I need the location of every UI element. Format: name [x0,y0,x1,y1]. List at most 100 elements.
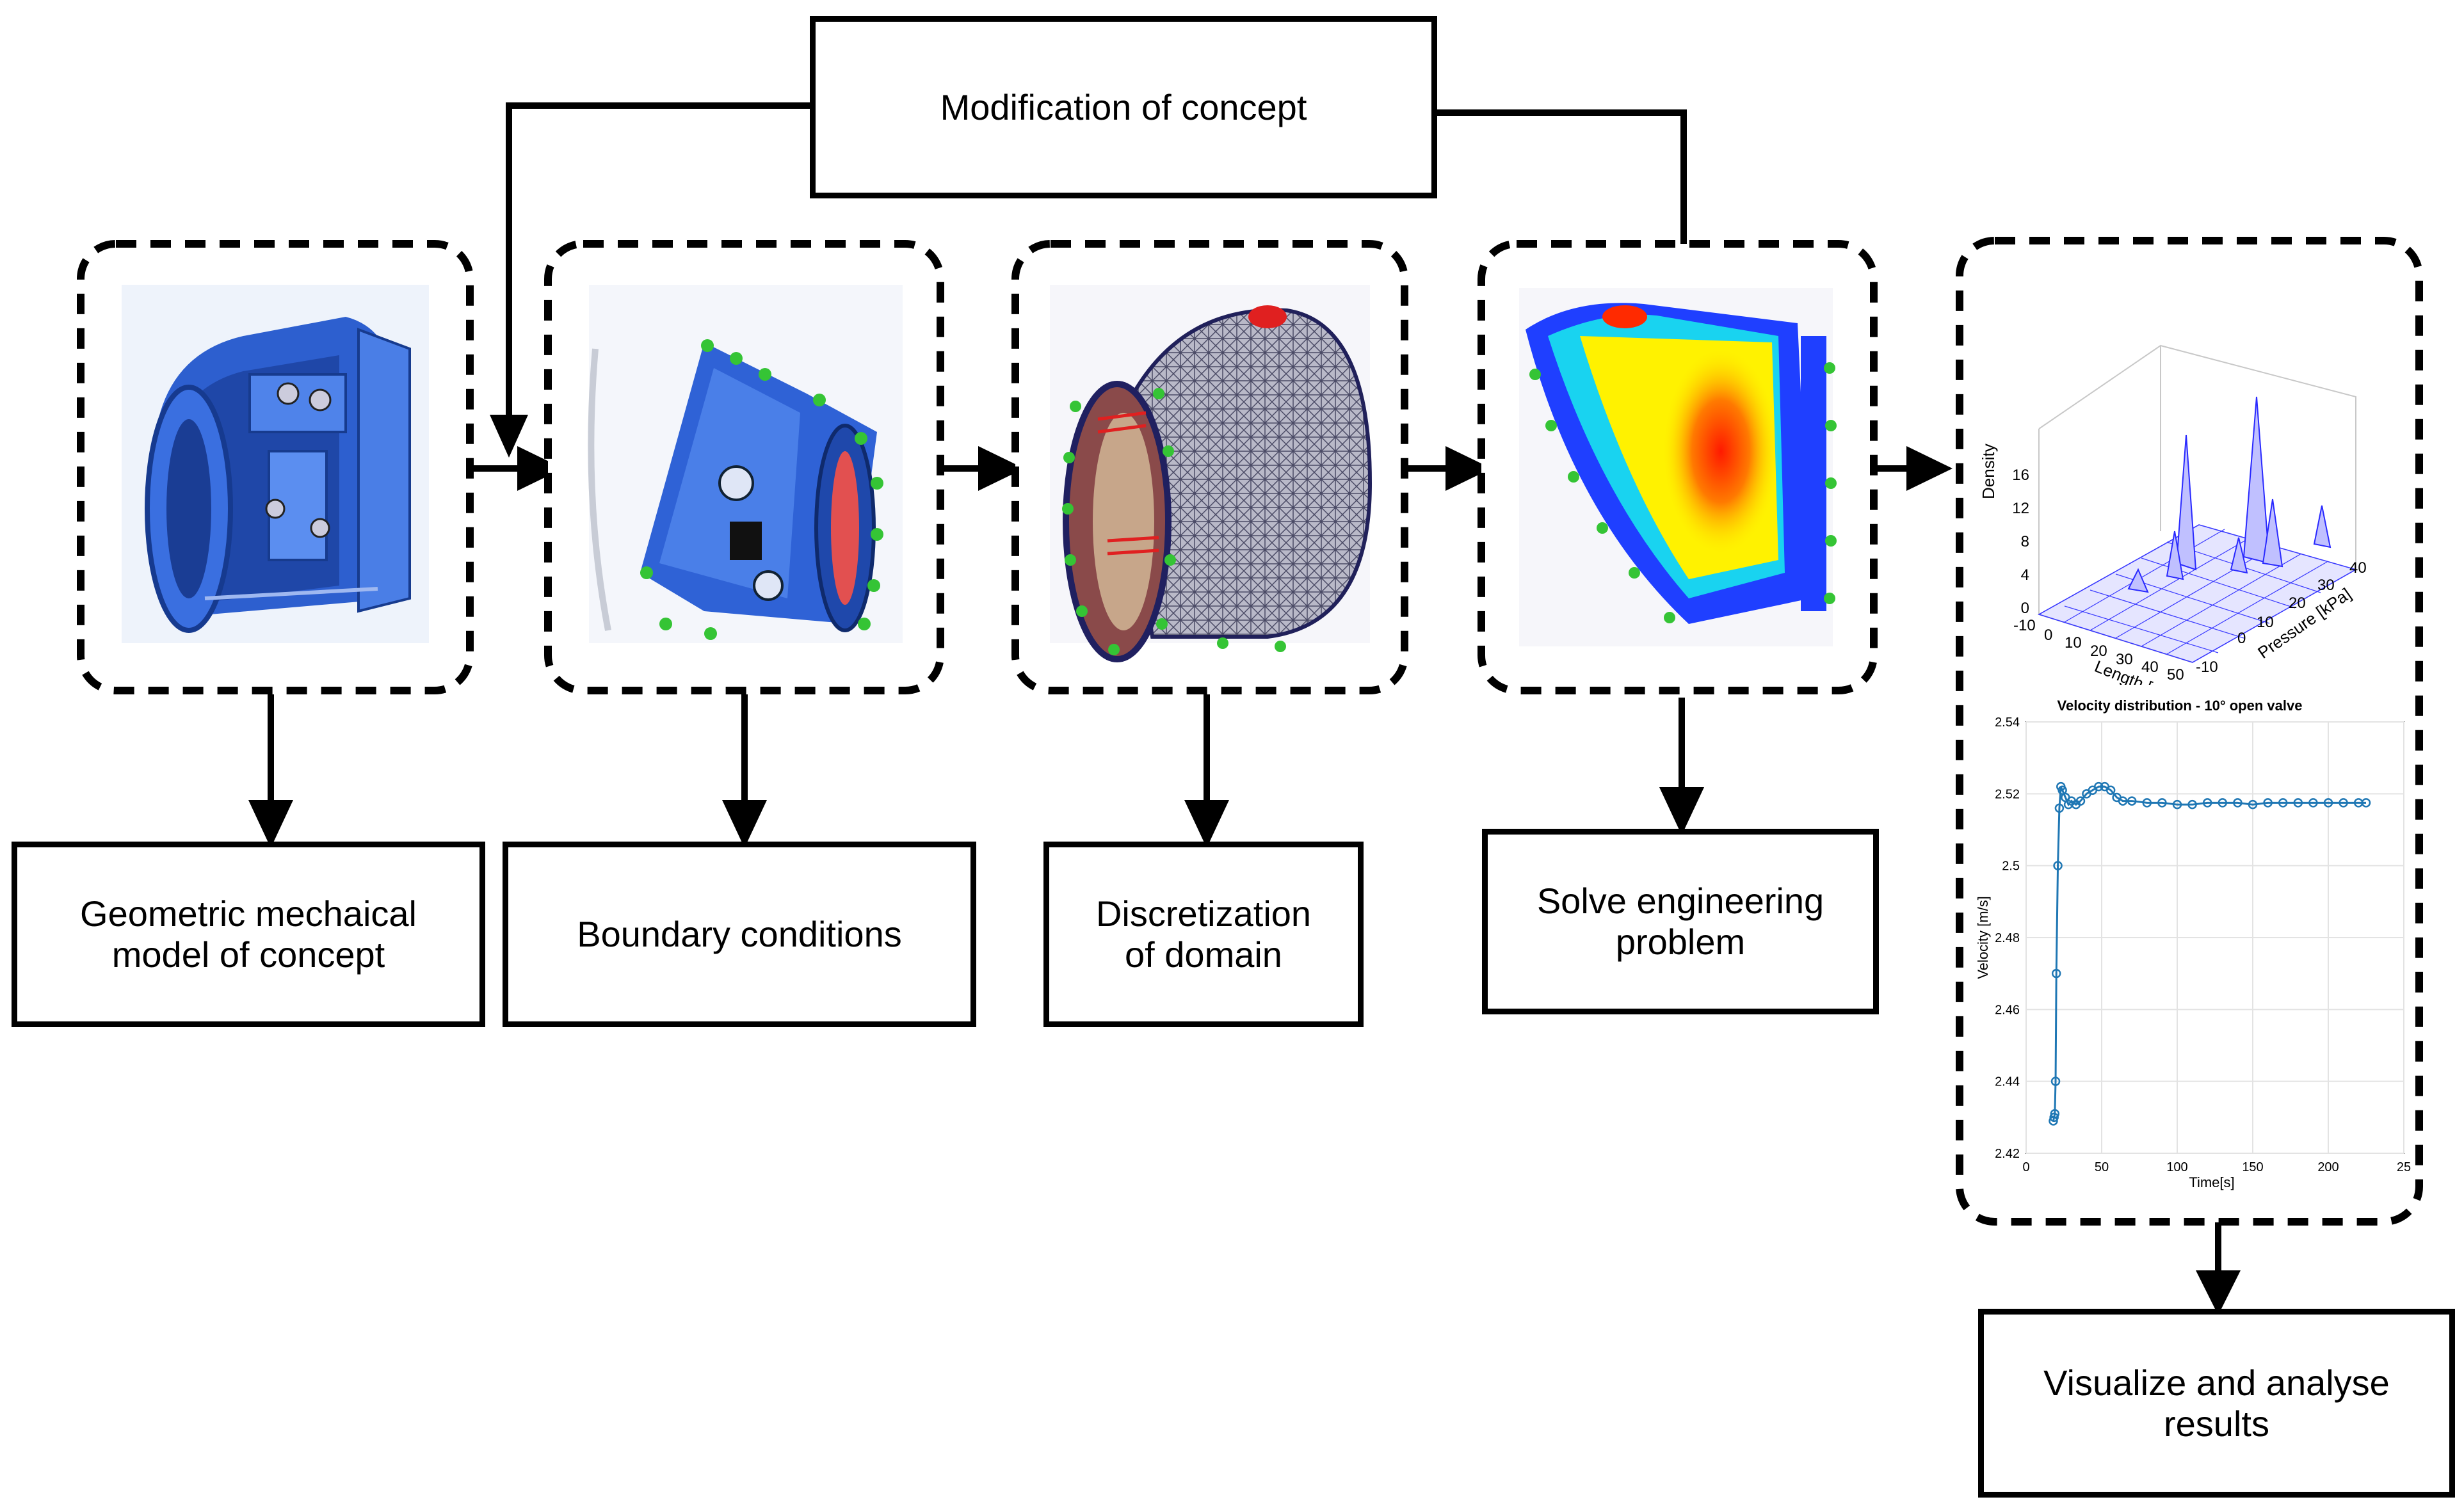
mesh-model-image [1050,285,1373,662]
density-3d-plot: Density 16 12 8 4 0 -10 0 10 20 30 40 50… [1981,344,2367,685]
feedback-line-right [1437,109,1687,246]
velocity-data-point [2049,1112,2059,1123]
y-axis-ticks: -10 0 10 20 30 40 [2196,559,2367,676]
z-tick: 16 [2012,467,2029,484]
y-tick: 10 [2257,614,2274,631]
arrowhead-to-solve [1445,446,1492,491]
arrowhead-to-discretization [978,446,1024,491]
velocity-data-point [2293,798,2303,808]
arrowhead-down-solve [1659,787,1704,835]
feedback-line-left [506,102,810,419]
y-tick: 20 [2289,595,2306,612]
velocity-data-point [2094,781,2104,792]
velocity-data-point [2050,1108,2060,1119]
modification-label: Modification of concept [940,86,1307,127]
velocity-data-point [2050,1076,2061,1086]
y-tick-label: 2.52 [1995,787,2020,801]
velocity-data-point [2106,785,2116,795]
velocity-data-point [2308,798,2318,808]
velocity-data-point [2323,798,2333,808]
velocity-data-point [2248,799,2258,810]
velocity-data-point [2218,798,2228,808]
boundary-label: Boundary conditions [577,914,902,954]
arrowhead-to-results [1906,446,1953,491]
velocity-data-point [2361,798,2371,808]
velocity-data-point [2278,798,2288,808]
density-peaks [2127,396,2331,593]
y-tick-label: 2.46 [1995,1003,2020,1017]
x-tick-label: 0 [2022,1160,2029,1174]
geometric-label-line2: model of concept [111,934,385,975]
velocity-data-point [2054,803,2065,813]
geometric-model-panel [77,240,474,694]
valve-boundary-model-image [588,285,903,643]
y-tick-label: 2.54 [1995,716,2020,730]
discretization-label-line1: Discretization [1095,893,1312,934]
chart-y-label: Velocity [m/s] [1975,896,1991,979]
arrowhead-to-boundary [517,446,563,491]
x-tick: 50 [2167,666,2184,684]
arrowhead-down-boundary [722,800,767,848]
velocity-data-point [2157,798,2167,808]
visualize-label-line1: Visualize and analyse [2043,1362,2390,1403]
x-tick-label: 150 [2242,1160,2263,1174]
valve-3d-model-image [122,285,429,643]
y-tick: 40 [2349,559,2367,577]
velocity-data-point [2172,799,2182,810]
y-tick-label: 2.48 [1995,931,2020,945]
discretization-label-line2: of domain [1125,934,1282,975]
y-tick: -10 [2196,659,2218,676]
stress-result-image [1519,288,1837,646]
y-tick: 0 [2237,630,2246,647]
velocity-chart: Velocity distribution - 10° open valve 2… [1975,698,2411,1190]
x-tick-label: 200 [2317,1160,2339,1174]
velocity-data-point [2075,796,2086,806]
z-tick: 0 [2021,600,2029,617]
x-tick: 20 [2090,643,2107,660]
y-tick-label: 2.44 [1995,1075,2020,1089]
velocity-data-point [2127,796,2137,806]
discretization-panel [1011,240,1408,694]
velocity-data-point [2202,798,2212,808]
arrowhead-feedback [490,415,528,458]
velocity-data-point [2053,861,2063,870]
velocity-data-point [2339,798,2348,808]
z-axis-label: Density [1981,444,1998,499]
modification-of-concept-box: Modification of concept [810,16,1437,198]
velocity-data-point [2233,798,2243,808]
x-tick: -10 [2013,617,2036,634]
x-tick: 10 [2065,634,2082,652]
x-tick-label: 25 [2397,1160,2411,1174]
solve-problem-panel [1478,240,1878,694]
x-tick-label: 50 [2095,1160,2109,1174]
z-tick: 8 [2021,533,2029,550]
solve-label-line1: Solve engineering [1536,881,1824,921]
y-tick: 30 [2317,577,2335,594]
chart-title: Velocity distribution - 10° open valve [2057,698,2303,714]
arrowhead-down-results [2196,1270,2241,1315]
velocity-data-point [2263,798,2273,808]
velocity-data-point [2187,799,2197,810]
arrowhead-down-discretization [1184,800,1229,848]
boundary-conditions-panel [544,240,944,694]
solve-label-line2: problem [1615,922,1746,962]
y-tick-label: 2.42 [1995,1147,2020,1161]
z-axis-ticks: 16 12 8 4 0 [2012,467,2029,617]
chart-x-label: Time[s] [2189,1174,2234,1190]
x-tick-label: 100 [2166,1160,2187,1174]
x-tick: 0 [2044,627,2052,644]
boundary-conditions-box: Boundary conditions [503,842,976,1027]
results-panel: Density 16 12 8 4 0 -10 0 10 20 30 40 50… [1956,237,2423,1226]
visualize-label-line2: results [2164,1403,2269,1444]
z-tick: 12 [2012,500,2029,517]
x-tick: 30 [2116,651,2133,668]
velocity-data-point [2051,968,2061,979]
geometric-label-line1: Geometric mechaical [80,893,417,934]
arrowhead-down-geometric [248,800,293,848]
y-tick-label: 2.5 [2002,859,2020,874]
x-axis-ticks: -10 0 10 20 30 40 50 [2013,617,2184,684]
x-tick: 40 [2141,659,2159,676]
